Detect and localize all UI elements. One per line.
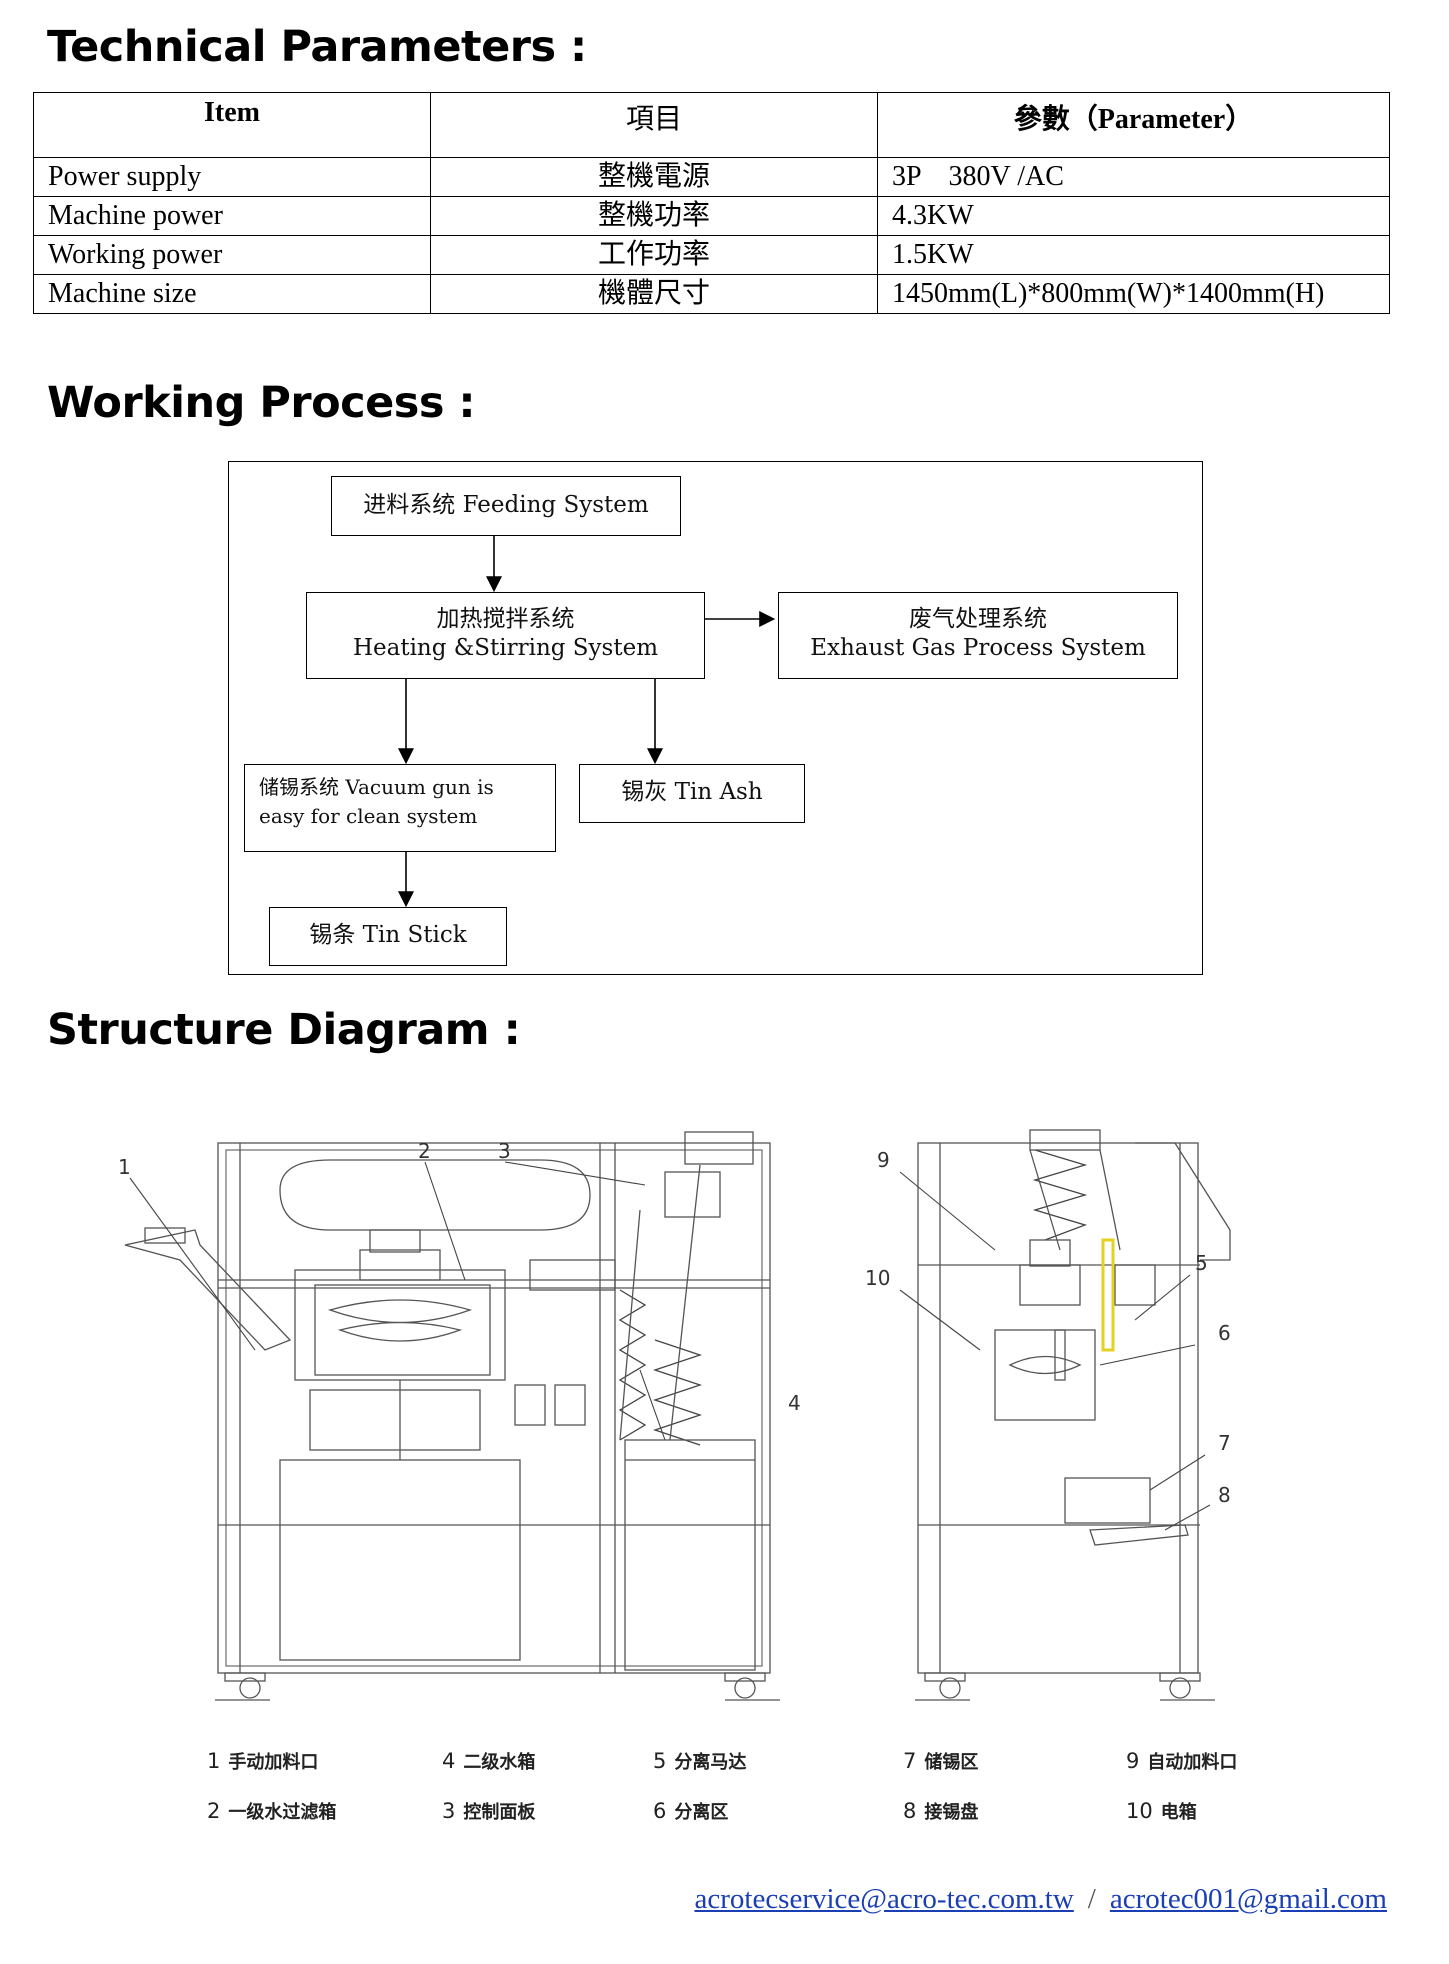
front-frame [217,1142,771,1674]
header-item: Item [33,92,431,158]
email-link-service[interactable]: acrotecservice@acro-tec.com.tw [694,1883,1074,1915]
header-item-cn: 項目 [430,92,878,158]
box-tin-stick: 锡条 Tin Stick [269,907,507,966]
row-item-cn: 機體尺寸 [430,274,878,314]
exhaust-cn: 废气处理系统 [909,606,1047,632]
row-item-cn: 工作功率 [430,235,878,275]
callout-9: 9 [877,1148,890,1172]
parameters-table: Item 項目 參數（Parameter） Power supply 整機電源 … [33,92,1390,314]
heating-en: Heating &Stirring System [352,635,659,661]
row-value: 1450mm(L)*800mm(W)*1400mm(H) [877,274,1390,314]
callout-8: 8 [1218,1483,1231,1507]
callout-1: 1 [118,1155,131,1179]
row-item: Working power [33,235,431,275]
row-item-cn: 整機電源 [430,157,878,197]
heating-cn: 加热搅拌系统 [436,606,575,632]
callout-10: 10 [865,1266,890,1290]
section-title-working-process: Working Process : [47,378,476,428]
flowchart-arrows [398,536,776,908]
box-heating-stirring-system: 加热搅拌系统 Heating &Stirring System [306,592,705,679]
callout-6: 6 [1218,1321,1231,1345]
callout-3: 3 [498,1139,511,1163]
footer-contact: acrotecservice@acro-tec.com.tw / acrotec00… [694,1883,1387,1916]
row-value: 1.5KW [877,235,1390,275]
callout-5: 5 [1195,1251,1208,1275]
process-flowchart: 进料系统 Feeding System 加热搅拌系统 Heating &Stir… [228,461,1203,975]
table-row: Working power 工作功率 1.5KW [33,235,1390,275]
callout-7: 7 [1218,1431,1231,1455]
footer-separator: / [1087,1883,1096,1915]
water-tank [624,1439,756,1671]
table-header-row: Item 項目 參數（Parameter） [33,92,1390,158]
row-item: Machine power [33,196,431,236]
manual-feed-chute [124,1229,292,1351]
email-link-gmail[interactable]: acrotec001@gmail.com [1109,1883,1387,1915]
callout-2: 2 [418,1139,431,1163]
table-row: Machine power 整機功率 4.3KW [33,196,1390,236]
side-frame [917,1142,1199,1674]
control-panel-box [664,1171,721,1218]
box-tin-ash: 锡灰 Tin Ash [579,764,805,823]
row-value: 4.3KW [877,196,1390,236]
machine-structure-drawing: 1 2 3 4 5 6 7 8 9 10 [118,1129,1231,1701]
box-feeding-system: 进料系统 Feeding System [331,476,681,536]
section-title-structure-diagram: Structure Diagram : [47,1005,521,1055]
exhaust-en: Exhaust Gas Process System [810,635,1146,661]
separation-zone-highlight [1101,1238,1115,1352]
callout-4: 4 [788,1391,801,1415]
row-value: 3P 380V /AC [877,157,1390,197]
row-item-cn: 整機功率 [430,196,878,236]
row-item: Machine size [33,274,431,314]
header-parameter: 參數（Parameter） [877,92,1390,158]
section-title-technical-parameters: Technical Parameters : [47,22,587,72]
box-tin-storage-system: 储锡系统 Vacuum gun is easy for clean system [244,764,556,852]
table-row: Power supply 整機電源 3P 380V /AC [33,157,1390,197]
row-item: Power supply [33,157,431,197]
table-row: Machine size 機體尺寸 1450mm(L)*800mm(W)*140… [33,274,1390,314]
box-exhaust-gas-system: 废气处理系统 Exhaust Gas Process System [778,592,1178,679]
tank-oval [279,1159,591,1231]
